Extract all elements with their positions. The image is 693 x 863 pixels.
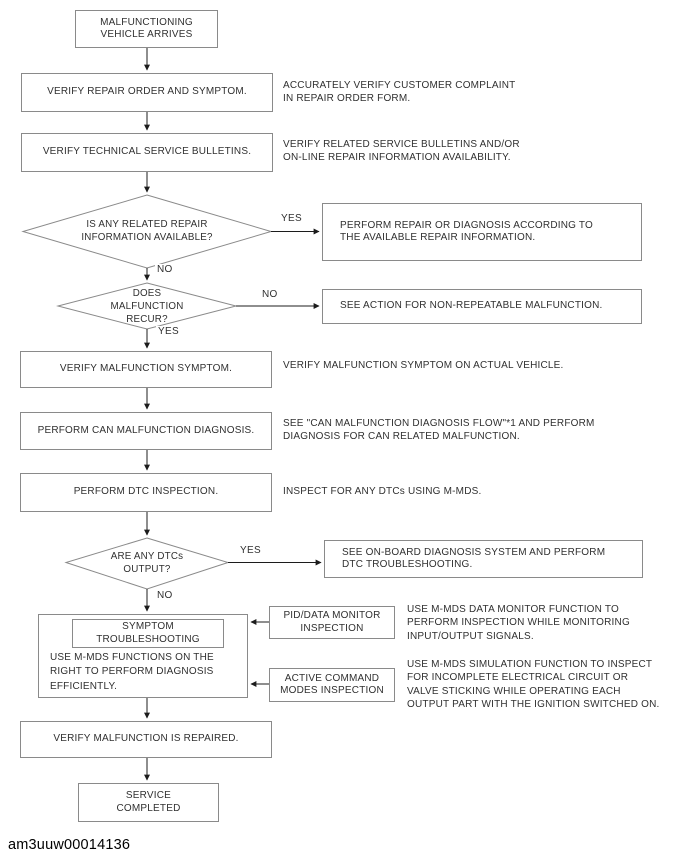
edge-label-no-repair-info: NO	[155, 264, 175, 275]
node-pid-data-monitor: PID/DATA MONITOR INSPECTION	[269, 606, 395, 639]
edge-label-no-dtcs: NO	[155, 590, 175, 601]
annotation-active-command-modes: USE M-MDS SIMULATION FUNCTION TO INSPECT…	[407, 659, 660, 710]
node-verify-symptom: VERIFY MALFUNCTION SYMPTOM.	[20, 351, 272, 388]
node-service-completed: SERVICE COMPLETED	[78, 783, 219, 822]
node-active-command-modes: ACTIVE COMMAND MODES INSPECTION	[269, 668, 395, 702]
decision-repair-info-label: IS ANY RELATED REPAIR INFORMATION AVAILA…	[81, 219, 213, 243]
symptom-troubleshooting-title: SYMPTOM TROUBLESHOOTING	[72, 619, 224, 648]
node-see-obd: SEE ON-BOARD DIAGNOSIS SYSTEM AND PERFOR…	[324, 540, 643, 578]
decision-dtcs-label: ARE ANY DTCs OUTPUT?	[110, 551, 184, 575]
node-verify-tsb: VERIFY TECHNICAL SERVICE BULLETINS.	[21, 133, 273, 172]
annotation-can-diagnosis: SEE "CAN MALFUNCTION DIAGNOSIS FLOW"*1 A…	[283, 418, 595, 442]
edge-label-no-recur: NO	[260, 289, 280, 300]
symptom-troubleshooting-body: USE M-MDS FUNCTIONS ON THE RIGHT TO PERF…	[50, 652, 214, 692]
edge-label-yes-dtcs: YES	[238, 545, 263, 556]
node-dtc-inspection: PERFORM DTC INSPECTION.	[20, 473, 272, 512]
figure-code: am3uuw00014136	[8, 837, 131, 853]
annotation-verify-tsb: VERIFY RELATED SERVICE BULLETINS AND/OR …	[283, 139, 520, 163]
annotation-verify-repair-order: ACCURATELY VERIFY CUSTOMER COMPLAINT IN …	[283, 80, 516, 104]
node-see-action-non-repeatable: SEE ACTION FOR NON-REPEATABLE MALFUNCTIO…	[322, 289, 642, 324]
node-malfunctioning-vehicle-arrives: MALFUNCTIONING VEHICLE ARRIVES	[75, 10, 218, 48]
node-can-diagnosis: PERFORM CAN MALFUNCTION DIAGNOSIS.	[20, 412, 272, 450]
node-verify-repair-order: VERIFY REPAIR ORDER AND SYMPTOM.	[21, 73, 273, 112]
node-perform-repair: PERFORM REPAIR OR DIAGNOSIS ACCORDING TO…	[322, 203, 642, 261]
annotation-dtc-inspection: INSPECT FOR ANY DTCs USING M-MDS.	[283, 486, 482, 497]
edge-label-yes-repair-info: YES	[279, 213, 304, 224]
annotation-pid-data-monitor: USE M-MDS DATA MONITOR FUNCTION TO PERFO…	[407, 604, 630, 642]
annotation-verify-symptom: VERIFY MALFUNCTION SYMPTOM ON ACTUAL VEH…	[283, 360, 564, 371]
edge-label-yes-recur: YES	[156, 326, 181, 337]
decision-recur-label: DOES MALFUNCTION RECUR?	[110, 287, 184, 325]
node-verify-malfunction-repaired: VERIFY MALFUNCTION IS REPAIRED.	[20, 721, 272, 758]
